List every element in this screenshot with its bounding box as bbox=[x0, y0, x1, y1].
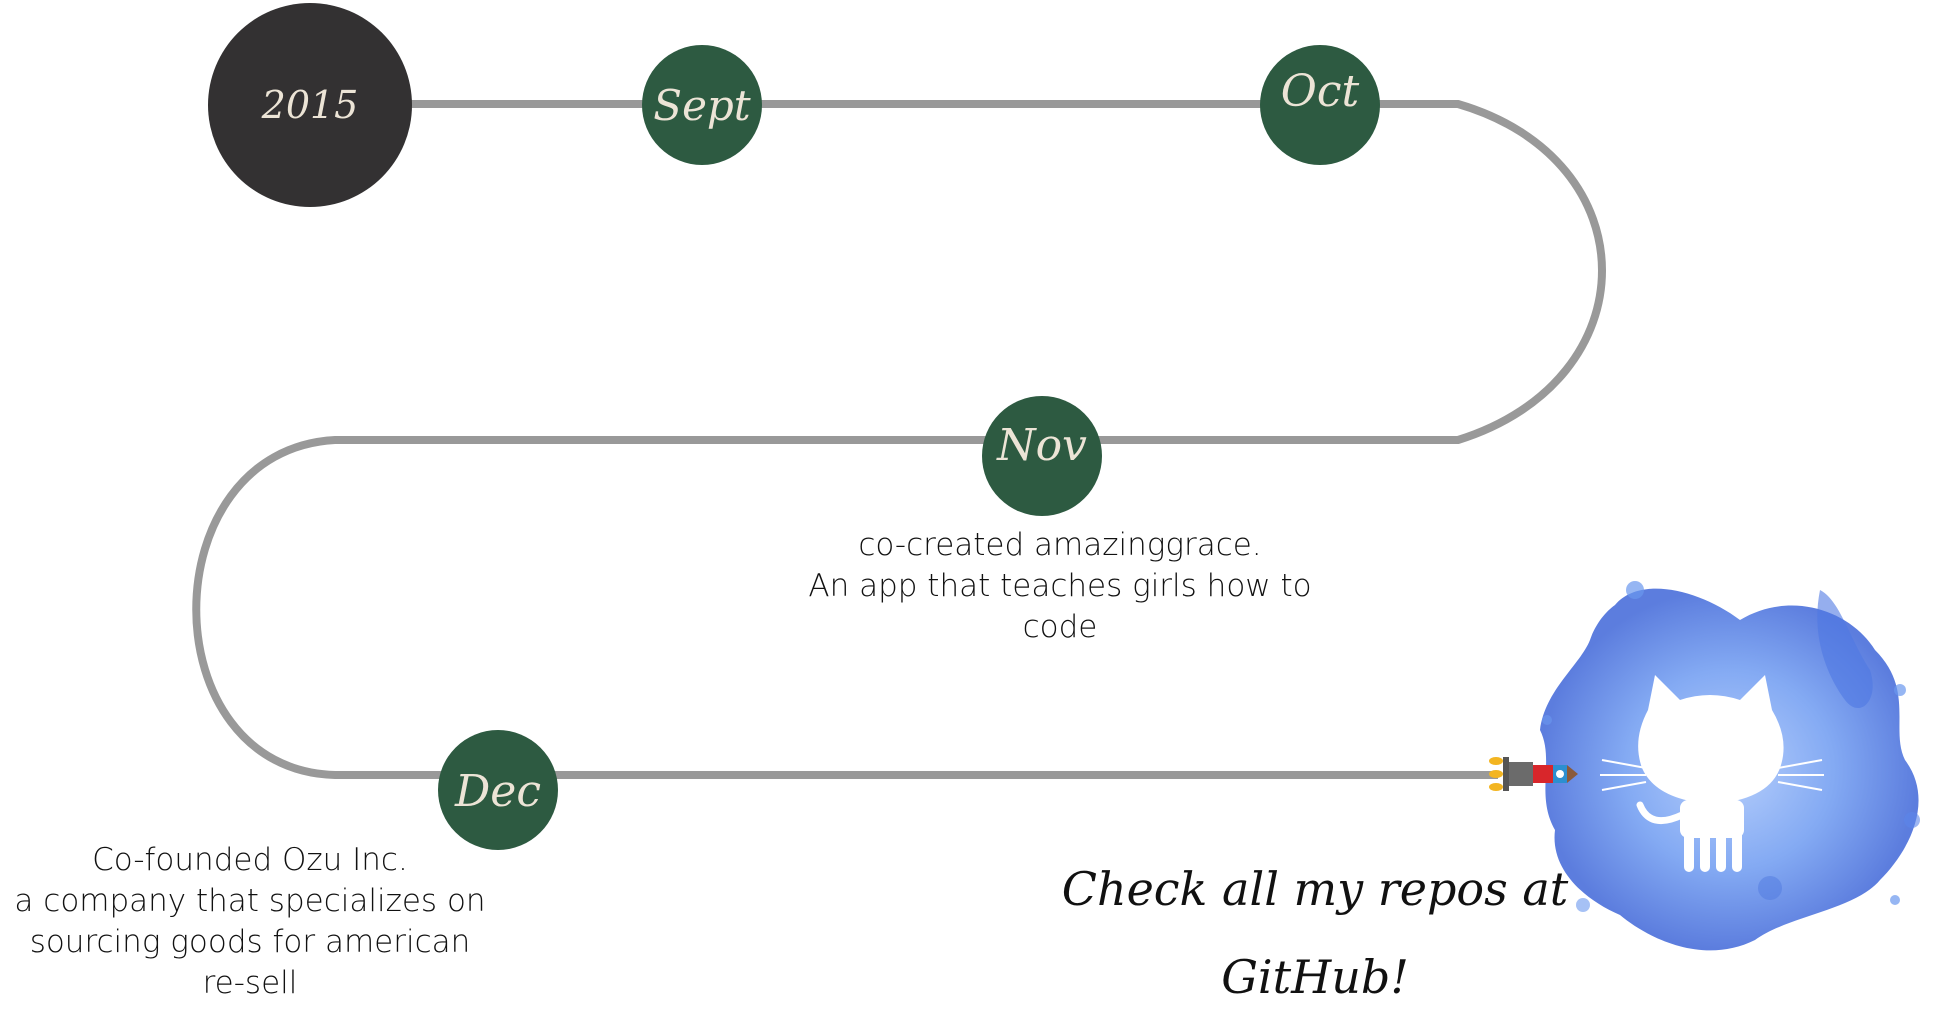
dec-caption-line: a company that specializes on bbox=[14, 883, 486, 919]
month-label-dec: Dec bbox=[454, 766, 541, 817]
dec-caption: Co-founded Ozu Inc. a company that speci… bbox=[0, 840, 500, 1004]
month-node-dec[interactable]: Dec bbox=[438, 730, 558, 850]
nov-caption-line: co-created amazinggrace. bbox=[858, 527, 1262, 563]
year-label: 2015 bbox=[261, 83, 359, 127]
nov-caption-line: code bbox=[1022, 609, 1098, 645]
github-link-line: GitHub! bbox=[1221, 950, 1409, 1004]
month-label-sept: Sept bbox=[653, 81, 751, 130]
github-link-line: Check all my repos at bbox=[1061, 862, 1569, 916]
year-node: 2015 bbox=[208, 3, 412, 207]
nov-caption-line: An app that teaches girls how to bbox=[808, 568, 1312, 604]
month-node-nov[interactable]: Nov bbox=[982, 396, 1102, 516]
dec-caption-line: Co-founded Ozu Inc. bbox=[92, 842, 408, 878]
octocat-icon[interactable] bbox=[1600, 675, 1824, 872]
dec-caption-line: re-sell bbox=[202, 965, 298, 1001]
month-label-oct: Oct bbox=[1281, 66, 1360, 117]
rocket-icon bbox=[1489, 757, 1578, 791]
month-node-oct[interactable]: Oct bbox=[1260, 45, 1380, 165]
nov-caption: co-created amazinggrace. An app that tea… bbox=[740, 525, 1380, 648]
github-repos-link[interactable]: Check all my repos at GitHub! bbox=[1050, 845, 1580, 1021]
dec-caption-line: sourcing goods for american bbox=[29, 924, 471, 960]
month-node-sept[interactable]: Sept bbox=[642, 45, 762, 165]
month-label-nov: Nov bbox=[996, 420, 1087, 471]
timeline-path bbox=[192, 100, 1606, 779]
